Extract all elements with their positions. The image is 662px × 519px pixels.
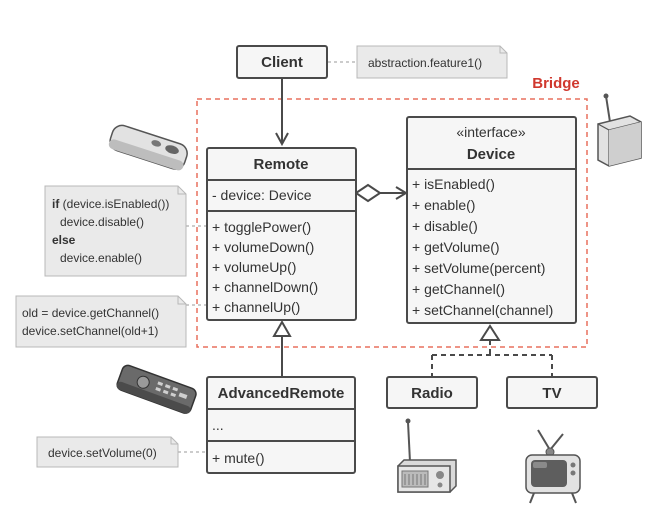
device-method: + disable() — [412, 218, 478, 234]
channel-note-line2: device.setChannel(old+1) — [22, 324, 158, 338]
bridge-label: Bridge — [532, 75, 580, 92]
remote-method: + togglePower() — [212, 219, 311, 235]
tv-class[interactable]: TV — [506, 376, 598, 409]
mute-note: device.setVolume(0) — [36, 436, 179, 468]
advanced-remote-icon — [116, 364, 197, 414]
advanced-remote-title: AdvancedRemote — [218, 385, 345, 402]
device-realization — [431, 324, 553, 376]
radio-icon — [397, 418, 457, 493]
device-method: + getChannel() — [412, 281, 505, 297]
channel-note-line1: old = device.getChannel() — [22, 306, 159, 320]
toggle-note-line3: else — [52, 233, 76, 247]
client-title: Client — [261, 54, 303, 71]
tv-icon — [525, 429, 581, 504]
client-note: abstraction.feature1() — [356, 45, 508, 79]
device-method: + setVolume(percent) — [412, 260, 545, 276]
remote-class[interactable]: Remote - device: Device + togglePower() … — [206, 147, 357, 321]
client-class[interactable]: Client — [236, 45, 328, 79]
device-method: + enable() — [412, 197, 475, 213]
remote-title: Remote — [253, 156, 308, 173]
toggle-power-note: if (device.isEnabled()) device.disable()… — [44, 185, 187, 277]
remote-method: + volumeDown() — [212, 239, 314, 255]
radio-title: Radio — [411, 385, 453, 402]
mute-note-text: device.setVolume(0) — [48, 446, 157, 460]
device-title: Device — [467, 146, 515, 163]
remote-method: + channelDown() — [212, 279, 318, 295]
advanced-remote-inheritance — [272, 319, 292, 376]
device-interface[interactable]: «interface» Device + isEnabled() + enabl… — [406, 116, 577, 324]
remote-method: + channelUp() — [212, 299, 300, 315]
remote-control-icon — [108, 124, 188, 171]
device-stereotype: «interface» — [456, 124, 525, 140]
device-method: + setChannel(channel) — [412, 302, 553, 318]
toggle-note-line4: device.enable() — [60, 251, 142, 265]
remote-method: + volumeUp() — [212, 259, 296, 275]
bridge-boundary — [196, 98, 588, 348]
channel-up-note: old = device.getChannel() device.setChan… — [15, 295, 187, 348]
remote-field: - device: Device — [212, 187, 312, 203]
remote-device-aggregation — [354, 183, 408, 203]
radio-class[interactable]: Radio — [386, 376, 478, 409]
device-method: + getVolume() — [412, 239, 500, 255]
device-method: + isEnabled() — [412, 176, 495, 192]
toggle-note-line2: device.disable() — [60, 215, 144, 229]
tv-title: TV — [542, 385, 561, 402]
client-remote-association — [275, 79, 289, 147]
advanced-remote-class[interactable]: AdvancedRemote ... + mute() — [206, 376, 356, 474]
advanced-remote-method: + mute() — [212, 450, 265, 466]
advanced-remote-field: ... — [212, 417, 224, 433]
client-note-text: abstraction.feature1() — [368, 56, 482, 70]
toggle-note-line1: if (device.isEnabled()) — [52, 197, 169, 211]
device-box-icon — [597, 93, 642, 167]
